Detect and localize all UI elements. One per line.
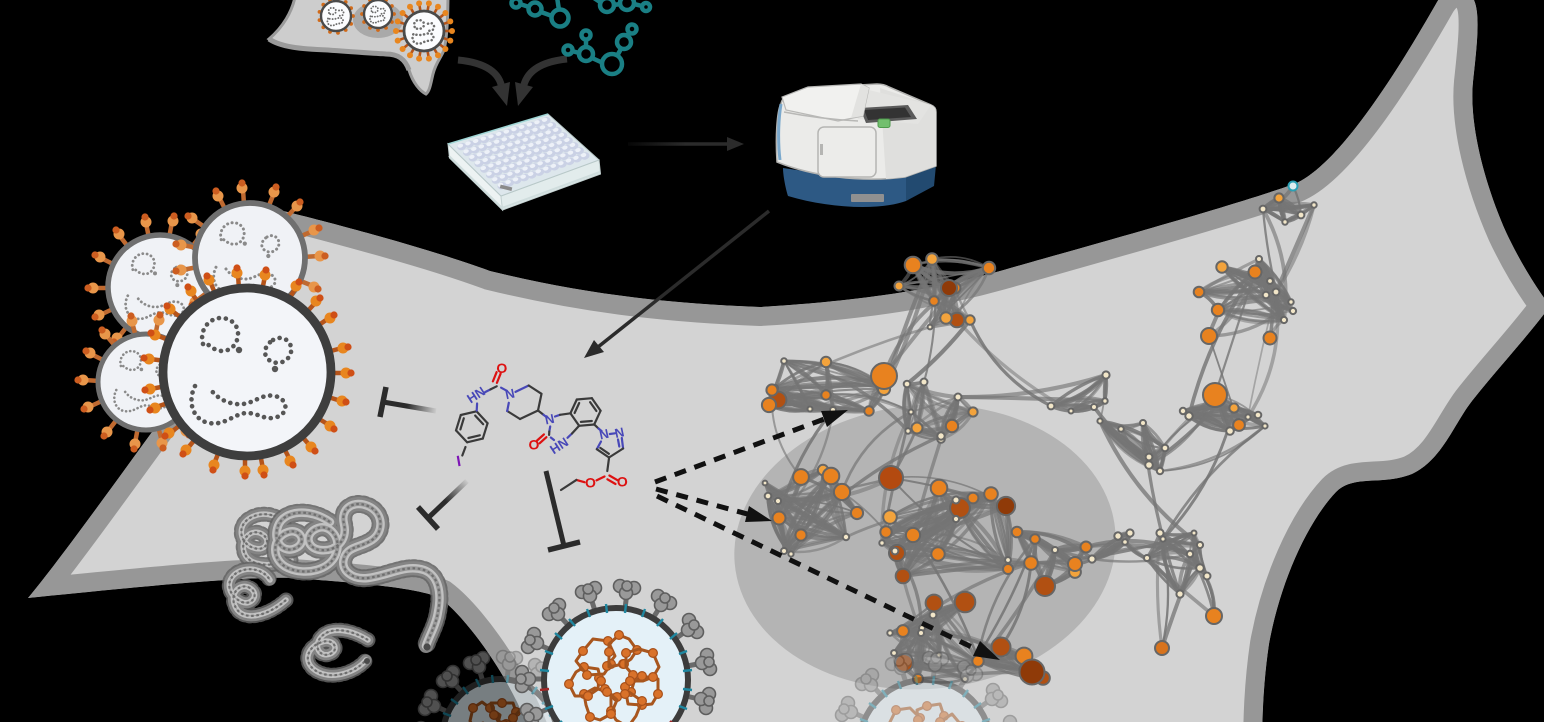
svg-text:O: O: [496, 360, 507, 376]
svg-text:N: N: [613, 424, 625, 441]
svg-text:O: O: [617, 474, 628, 490]
svg-text:N: N: [598, 426, 610, 443]
svg-text:I: I: [455, 453, 462, 470]
svg-text:N: N: [504, 386, 516, 403]
svg-text:O: O: [528, 437, 539, 453]
svg-text:O: O: [585, 475, 596, 491]
svg-text:N: N: [543, 411, 555, 428]
